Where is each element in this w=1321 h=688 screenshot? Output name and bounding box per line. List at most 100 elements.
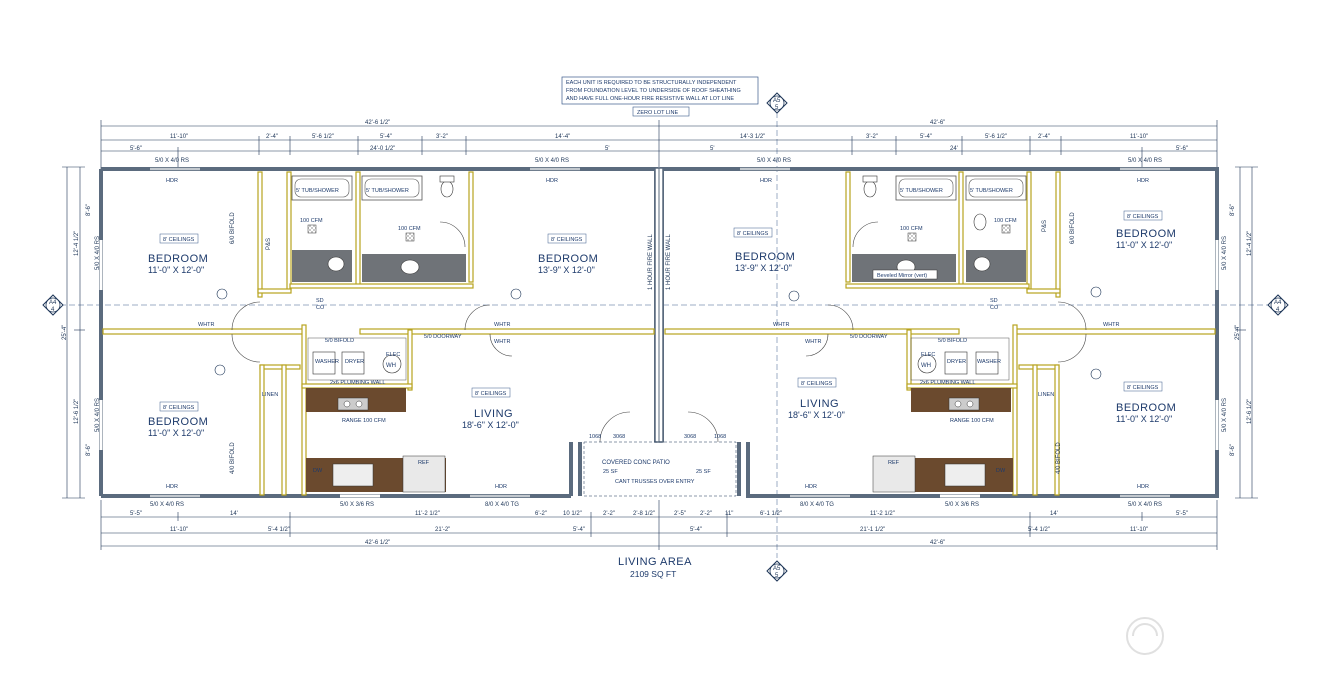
svg-text:8'-6": 8'-6" [86,204,92,216]
svg-text:5': 5' [710,146,714,152]
bedroom-size: 11'-0" X 12'-0" [148,265,204,275]
svg-text:A4: A4 [1274,300,1282,306]
svg-text:5/0 X 3/6 RS: 5/0 X 3/6 RS [945,502,979,508]
svg-text:5: 5 [775,573,779,579]
svg-text:25'-4": 25'-4" [1235,325,1241,340]
ref-label: REF [888,460,900,466]
svg-text:5'-4 1/2": 5'-4 1/2" [268,527,290,533]
svg-text:5'-5": 5'-5" [1176,511,1188,517]
svg-text:4: 4 [51,307,55,313]
bedroom-size: 13'-9" X 12'-0" [538,265,595,275]
svg-text:25'-4": 25'-4" [62,325,68,340]
dryer-label: DRYER [345,359,364,365]
svg-text:8' CEILINGS: 8' CEILINGS [737,231,769,237]
bifold-label: 5/0 BIFOLD [938,338,967,344]
living-label: LIVING [800,398,839,410]
wh-label: WH [921,363,931,369]
svg-text:5'-6 1/2": 5'-6 1/2" [312,134,334,140]
tubshower-label: 5' TUB/SHOWER [970,188,1013,194]
dw-label: DW [313,468,323,474]
svg-text:WHTR: WHTR [494,339,511,345]
note-line-1: EACH UNIT IS REQUIRED TO BE STRUCTURALLY… [566,80,737,86]
svg-text:8' CEILINGS: 8' CEILINGS [801,381,833,387]
fan-label: 100 CFM [900,226,923,232]
dimension-labels-top: 42'-6 1/2" 42'-6" 11'-10" 2'-4" 5'-6 1/2… [130,120,1188,164]
plumbing-wall-label: 2x6 PLUMBING WALL [330,380,385,386]
svg-text:HDR: HDR [495,484,507,490]
svg-text:4/0 BIFOLD: 4/0 BIFOLD [230,442,236,474]
svg-text:8' CEILINGS: 8' CEILINGS [1127,214,1159,220]
svg-text:5/0 DOORWAY: 5/0 DOORWAY [424,334,462,340]
bedroom-label: BEDROOM [735,251,795,263]
svg-text:5/0 X 4/0 RS: 5/0 X 4/0 RS [95,236,101,270]
wh-label: WH [386,363,396,369]
svg-text:4: 4 [1276,307,1280,313]
patio-note: CANT TRUSSES OVER ENTRY [615,479,695,485]
elec-label: ELEC [386,352,400,358]
svg-text:2'-8 1/2": 2'-8 1/2" [633,511,655,517]
hood-label: RANGE 100 CFM [950,418,994,424]
window-sills [150,167,1170,498]
living-size: 18'-6" X 12'-0" [788,410,845,420]
washer-label: WASHER [977,359,1001,365]
svg-text:HDR: HDR [546,178,558,184]
svg-text:HDR: HDR [805,484,817,490]
svg-text:24': 24' [950,146,958,152]
svg-text:10 1/2": 10 1/2" [563,511,582,517]
ref-label: REF [418,460,430,466]
dw-label: DW [996,468,1006,474]
svg-text:3'-2": 3'-2" [436,134,448,140]
bedroom-label: BEDROOM [538,253,598,265]
svg-text:5'-4": 5'-4" [573,527,585,533]
svg-text:5/0 X 4/0 RS: 5/0 X 4/0 RS [1128,502,1162,508]
door-label: 1068 [714,434,726,440]
svg-text:14'-3 1/2": 14'-3 1/2" [740,134,765,140]
svg-text:2'-4": 2'-4" [1038,134,1050,140]
living-size: 18'-6" X 12'-0" [462,420,519,430]
svg-text:11": 11" [725,511,733,517]
svg-text:5/0 X 3/6 RS: 5/0 X 3/6 RS [340,502,374,508]
svg-text:14': 14' [1050,511,1058,517]
svg-text:A5: A5 [773,566,781,572]
bedroom-size: 11'-0" X 12'-0" [1116,240,1172,250]
svg-text:5/0 X 4/0 RS: 5/0 X 4/0 RS [1222,398,1228,432]
svg-text:5'-6": 5'-6" [130,146,142,152]
svg-text:12'-6 1/2": 12'-6 1/2" [74,399,80,424]
svg-text:WHTR: WHTR [198,322,215,328]
fan-label: 100 CFM [398,226,421,232]
svg-text:5/0 X 4/0 RS: 5/0 X 4/0 RS [155,158,189,164]
svg-text:SD: SD [316,298,324,304]
svg-text:8'-6": 8'-6" [86,444,92,456]
living-label: LIVING [474,408,513,420]
door-label: 3068 [613,434,625,440]
svg-text:SD: SD [990,298,998,304]
svg-text:6'-2": 6'-2" [535,511,547,517]
interior-walls [102,171,1216,496]
living-area-title: LIVING AREA 2109 SQ FT [618,556,692,579]
svg-text:WHTR: WHTR [805,339,822,345]
svg-text:HDR: HDR [1137,178,1149,184]
svg-text:2'-2": 2'-2" [603,511,615,517]
svg-text:14': 14' [230,511,238,517]
note-line-3: AND HAVE FULL ONE-HOUR FIRE RESISTIVE WA… [566,96,734,102]
svg-text:2'-5": 2'-5" [674,511,686,517]
svg-text:HDR: HDR [166,178,178,184]
svg-text:11'-2 1/2": 11'-2 1/2" [415,511,440,517]
svg-text:WHTR: WHTR [773,322,790,328]
svg-text:WHTR: WHTR [494,322,511,328]
tubshower-label: 5' TUB/SHOWER [366,188,409,194]
svg-text:12'-4 1/2": 12'-4 1/2" [1247,231,1253,256]
bedroom-size: 11'-0" X 12'-0" [148,428,204,438]
svg-text:2'-2": 2'-2" [700,511,712,517]
kitchen-right: RANGE 100 CFM REF DW 5/0 BIFOLD ELEC WH … [872,337,1013,493]
elec-label: ELEC [921,352,935,358]
svg-text:5/0 X 4/0 RS: 5/0 X 4/0 RS [150,502,184,508]
svg-text:42'-6 1/2": 42'-6 1/2" [365,540,390,546]
bedroom-size: 11'-0" X 12'-0" [1116,414,1172,424]
svg-text:5'-4 1/2": 5'-4 1/2" [1028,527,1050,533]
zero-lot-label: ZERO LOT LINE [637,110,678,116]
svg-text:5/0 X 4/0 RS: 5/0 X 4/0 RS [535,158,569,164]
section-marker-left: A4 4 [42,294,1275,316]
svg-text:12'-6 1/2": 12'-6 1/2" [1247,399,1253,424]
fire-wall-label-right: 1 HOUR FIRE WALL [666,234,672,290]
